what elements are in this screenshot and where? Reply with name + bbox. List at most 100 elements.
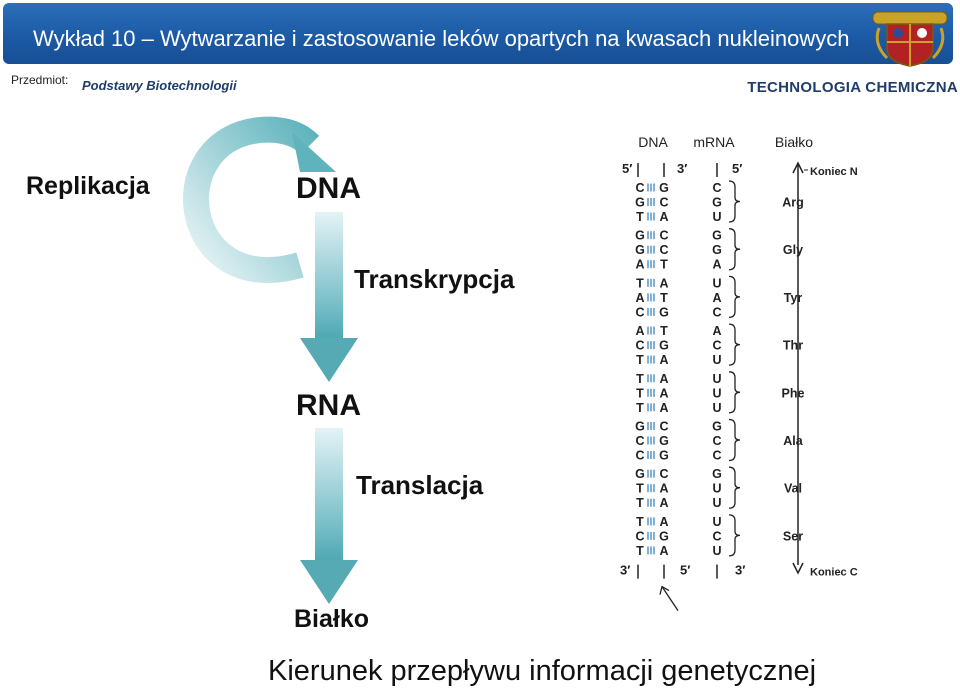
complementary-base: A	[659, 353, 668, 367]
n-terminus-arrowhead	[792, 161, 804, 174]
translation-arrowhead	[300, 560, 358, 604]
mrna-base: C	[712, 181, 721, 195]
complementary-base: A	[659, 210, 668, 224]
mrna-base: U	[712, 496, 721, 510]
complementary-base: A	[659, 515, 668, 529]
department-name: TECHNOLOGIA CHEMICZNA	[747, 79, 958, 96]
title-bar: Wykład 10 – Wytwarzanie i zastosowanie l…	[3, 3, 953, 67]
codon-brace	[728, 180, 741, 223]
mrna-base: U	[712, 386, 721, 400]
complementary-base: C	[659, 420, 668, 434]
c-terminus-label: Koniec C	[810, 567, 858, 579]
mrna-base: U	[712, 210, 721, 224]
amino-acid-val: Val	[784, 482, 802, 496]
mrna-base: A	[712, 291, 721, 305]
end-label-bottom-left: 3′	[620, 563, 630, 578]
mrna-base: U	[712, 353, 721, 367]
complementary-base: A	[659, 496, 668, 510]
dna-base: T	[636, 544, 644, 558]
strand-header-2: Białko	[775, 134, 813, 150]
dna-base: T	[636, 401, 644, 415]
amino-acid-gly: Gly	[783, 243, 803, 257]
complementary-base: G	[659, 529, 669, 543]
rna-label: RNA	[296, 389, 361, 422]
codon-brace	[728, 514, 741, 557]
mrna-base: U	[712, 482, 721, 496]
complementary-base: C	[659, 467, 668, 481]
mrna-base: G	[712, 229, 722, 243]
amino-acid-phe: Phe	[782, 386, 805, 400]
dna-base: A	[635, 258, 644, 272]
mrna-base: G	[712, 467, 722, 481]
complementary-base: A	[659, 386, 668, 400]
dna-base: G	[635, 243, 645, 257]
mrna-base: U	[712, 276, 721, 290]
complementary-base: G	[659, 181, 669, 195]
mrna-base: G	[712, 196, 722, 210]
protein-label: Białko	[294, 605, 370, 633]
end-label-top-mid: 3′	[677, 161, 687, 176]
dna-base: G	[635, 467, 645, 481]
template-strand-pointer	[661, 586, 679, 611]
amino-acid-arg: Arg	[782, 196, 804, 210]
codon-brace	[728, 466, 741, 509]
codon-brace	[728, 418, 741, 462]
dna-base: T	[636, 496, 644, 510]
dna-base: T	[636, 353, 644, 367]
end-label-bottom-mid: 5′	[680, 563, 690, 578]
mrna-base: G	[712, 243, 722, 257]
dna-base: C	[635, 305, 644, 319]
replication-loop-arrow	[183, 116, 320, 283]
dna-base: A	[635, 324, 644, 338]
dna-base: T	[636, 515, 644, 529]
dna-base: A	[635, 291, 644, 305]
lecture-title: Wykład 10 – Wytwarzanie i zastosowanie l…	[33, 26, 850, 51]
c-terminus-arrowhead	[792, 562, 804, 575]
mrna-base: C	[712, 339, 721, 353]
end-label-bottom-mrna: 3′	[735, 563, 745, 578]
mrna-base: C	[712, 529, 721, 543]
complementary-base: C	[659, 196, 668, 210]
strand-header-1: mRNA	[693, 134, 735, 150]
translation-label: Translacja	[356, 470, 484, 500]
mrna-base: C	[712, 434, 721, 448]
dna-base: C	[635, 449, 644, 463]
complementary-base: A	[659, 544, 668, 558]
mrna-base: C	[712, 305, 721, 319]
complementary-base: C	[659, 229, 668, 243]
complementary-base: G	[659, 449, 669, 463]
dna-base: G	[635, 420, 645, 434]
template-strand-arrowhead	[659, 585, 670, 595]
replication-arrowhead	[292, 132, 336, 172]
amino-acid-ala: Ala	[783, 434, 804, 448]
dna-base: C	[635, 339, 644, 353]
n-terminus-label: Koniec N	[810, 166, 858, 178]
diagram-caption: Kierunek przepływu informacji genetyczne…	[268, 655, 817, 687]
mrna-base: U	[712, 544, 721, 558]
central-dogma-diagram	[183, 116, 358, 604]
complementary-base: T	[660, 291, 668, 305]
mrna-base: A	[712, 258, 721, 272]
mrna-base: U	[712, 401, 721, 415]
codon-brace	[728, 323, 741, 366]
mrna-base: G	[712, 420, 722, 434]
transcription-label: Transkrypcja	[354, 264, 515, 294]
mrna-base: U	[712, 515, 721, 529]
strand-header-0: DNA	[638, 134, 668, 150]
complementary-base: G	[659, 339, 669, 353]
end-label-top-left: 5′	[622, 161, 632, 176]
end-label-top-mrna: 5′	[732, 161, 742, 176]
translation-arrow-shaft	[315, 428, 343, 564]
dna-base: T	[636, 276, 644, 290]
complementary-base: A	[659, 482, 668, 496]
codon-brace	[728, 228, 741, 271]
replication-label: Replikacja	[26, 172, 150, 200]
dna-base: C	[635, 181, 644, 195]
codon-brace	[728, 371, 741, 414]
subject-label: Przedmiot:	[11, 73, 69, 87]
university-crest-icon	[872, 11, 948, 67]
codon-brace	[728, 275, 741, 319]
dna-base: G	[635, 196, 645, 210]
transcription-arrow-shaft	[315, 212, 343, 342]
